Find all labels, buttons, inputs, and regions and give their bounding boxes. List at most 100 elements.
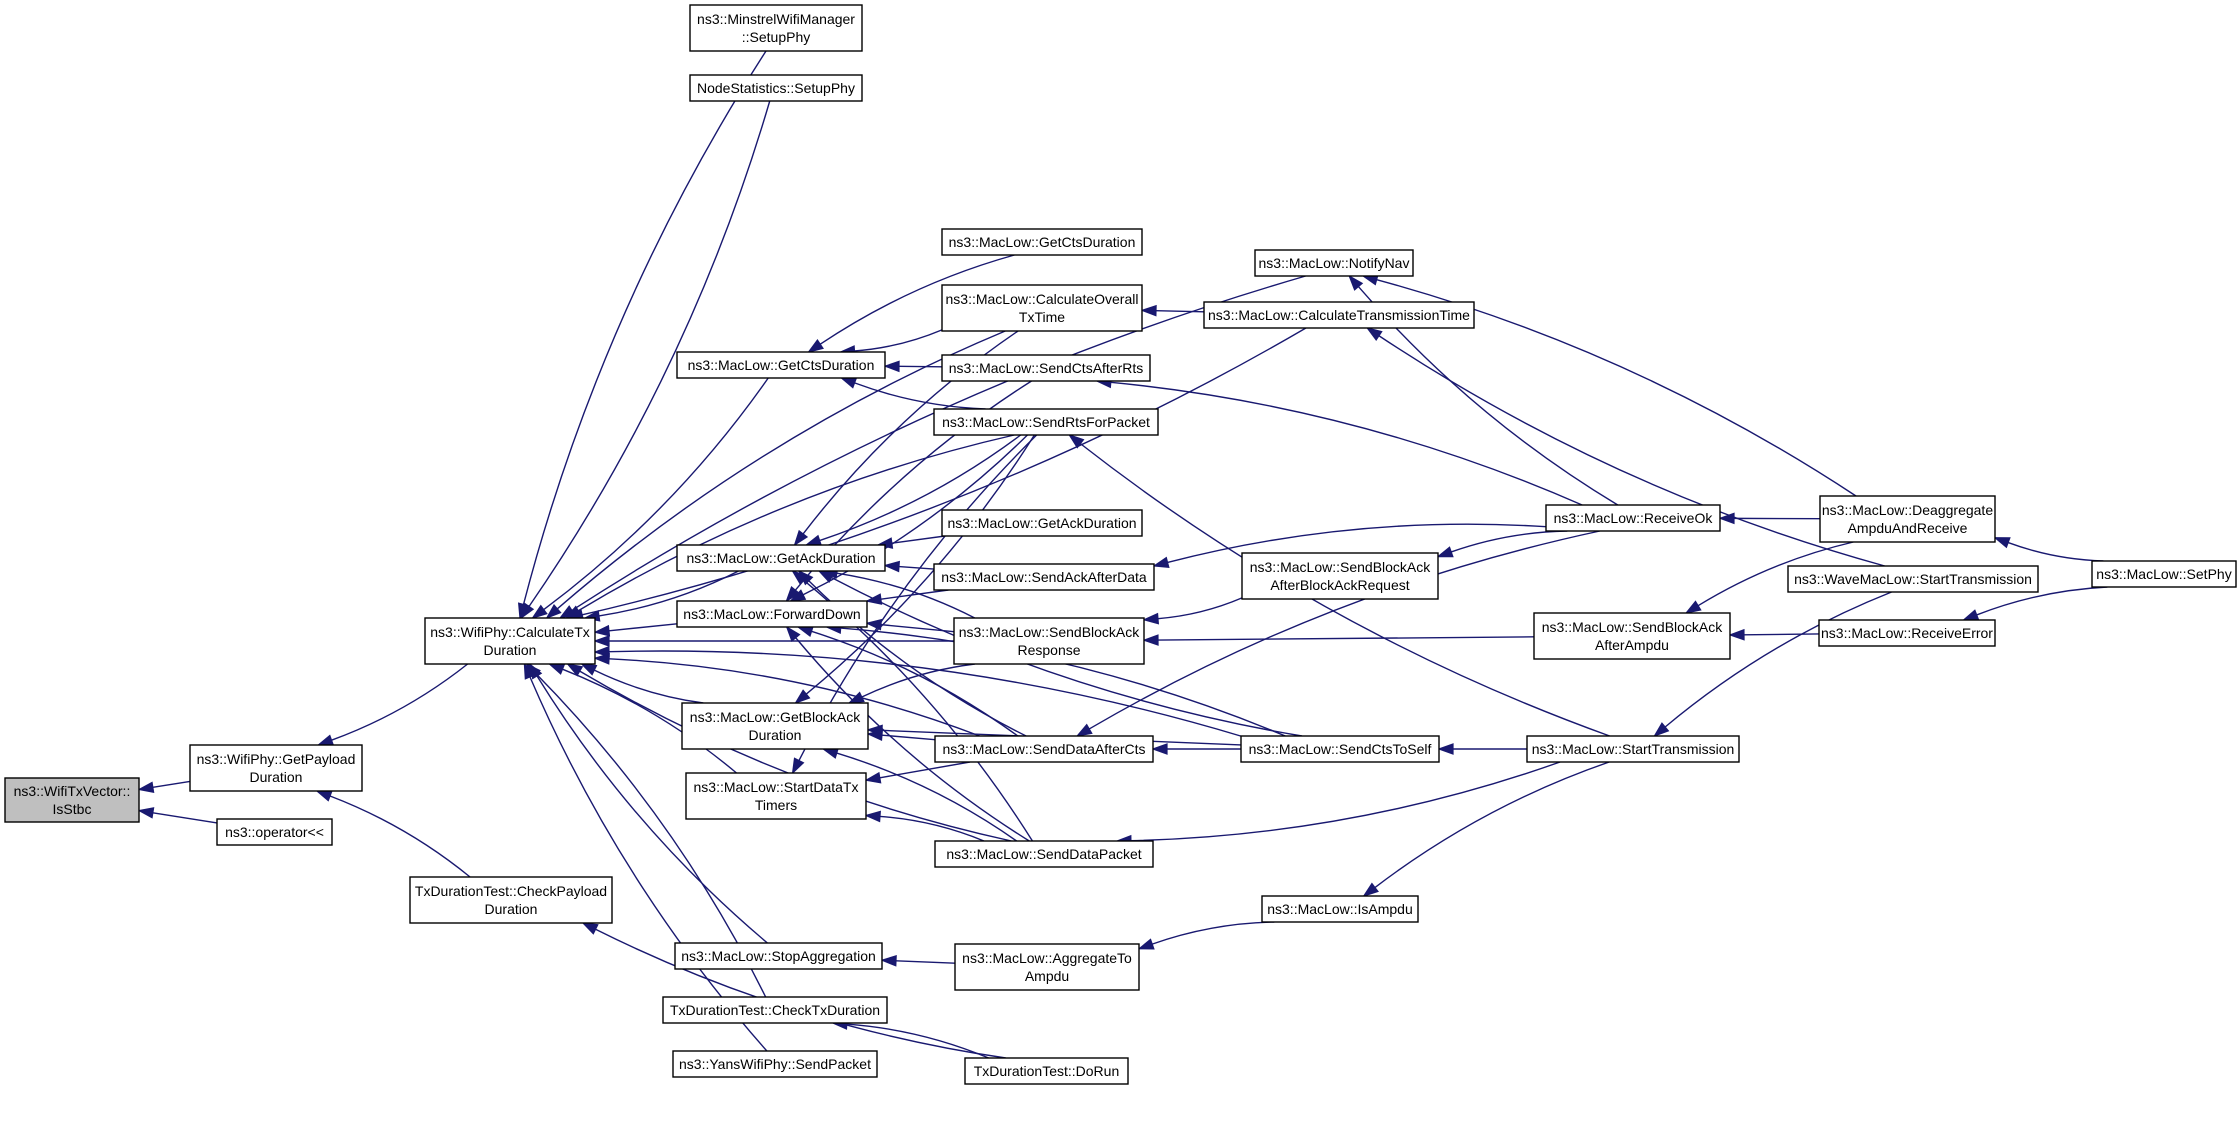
node-starttrans[interactable]: ns3::MacLow::StartTransmission <box>1526 735 1740 763</box>
edge-line <box>1167 523 1547 564</box>
node-isampdu[interactable]: ns3::MacLow::IsAmpdu <box>1261 895 1419 923</box>
edge-arrowhead <box>785 625 801 642</box>
node-sendbabar[interactable]: ns3::MacLow::SendBlockAckAfterBlockAckRe… <box>1241 552 1439 600</box>
edge-line <box>831 576 1303 737</box>
edge-arrowhead <box>793 529 809 547</box>
node-label: ns3::WaveMacLow::StartTransmission <box>1794 571 2032 587</box>
edge-line <box>608 623 678 632</box>
edge-line <box>1157 597 1243 620</box>
edge-arrowhead <box>316 734 335 746</box>
node-getack2[interactable]: ns3::MacLow::GetAckDuration <box>941 509 1143 537</box>
edge-arrowhead <box>804 534 823 546</box>
edge-line <box>880 589 949 600</box>
node-box <box>941 284 1143 332</box>
node-sendrts[interactable]: ns3::MacLow::SendRtsForPacket <box>933 408 1159 436</box>
node-label: Timers <box>755 797 797 813</box>
edge-isampdu-to-aggto <box>1137 921 1275 950</box>
node-label: AfterBlockAckRequest <box>1270 577 1409 593</box>
node-fwd[interactable]: ns3::MacLow::ForwardDown <box>676 600 868 628</box>
node-getcts[interactable]: ns3::MacLow::GetCtsDuration <box>676 351 886 379</box>
node-box <box>189 744 363 792</box>
node-txchktx[interactable]: TxDurationTest::CheckTxDuration <box>662 996 888 1024</box>
node-minstrel[interactable]: ns3::MinstrelWifiManager::SetupPhy <box>689 4 863 52</box>
edge-arrowhead <box>523 662 536 680</box>
node-notifynav[interactable]: ns3::MacLow::NotifyNav <box>1254 249 1414 277</box>
node-label: ns3::WifiTxVector:: <box>14 783 131 799</box>
edge-line <box>819 254 1015 345</box>
node-label: ns3::WifiPhy::GetPayload <box>197 751 356 767</box>
edge-line <box>331 663 469 741</box>
node-dorun[interactable]: TxDurationTest::DoRun <box>964 1057 1129 1085</box>
edge-arrowhead <box>864 810 881 823</box>
edge-aggto-to-stopagg <box>880 954 956 967</box>
node-nodestat[interactable]: NodeStatistics::SetupPhy <box>689 74 863 102</box>
edge-line <box>1110 381 1583 506</box>
node-oplt[interactable]: ns3::operator<< <box>216 818 333 846</box>
node-label: Ampdu <box>1025 968 1069 984</box>
edge-getpayload-to-isstbc <box>137 780 191 794</box>
node-senddatapkt[interactable]: ns3::MacLow::SendDataPacket <box>934 840 1154 868</box>
node-box <box>1261 895 1419 923</box>
edge-line <box>329 795 471 878</box>
edge-arrowhead <box>785 586 801 603</box>
node-label: ns3::MacLow::StopAggregation <box>681 948 876 964</box>
edge-arrowhead <box>545 604 562 620</box>
edge-arrowhead <box>593 645 610 658</box>
edge-line <box>571 275 1306 611</box>
edge-line <box>1664 591 1892 728</box>
edge-line <box>854 329 943 352</box>
node-label: Duration <box>250 769 303 785</box>
node-setphy[interactable]: ns3::MacLow::SetPhy <box>2091 560 2237 588</box>
node-box <box>941 228 1143 256</box>
edge-arrowhead <box>520 602 535 620</box>
edge-sendrts-to-fwd <box>788 434 1028 602</box>
node-label: ns3::MacLow::AggregateTo <box>962 950 1132 966</box>
edge-arrowhead <box>839 377 858 389</box>
node-label: ns3::MacLow::IsAmpdu <box>1267 901 1413 917</box>
node-box <box>1787 565 2039 593</box>
node-receiveok[interactable]: ns3::MacLow::ReceiveOk <box>1545 504 1721 532</box>
node-label: ns3::MacLow::ForwardDown <box>683 606 860 622</box>
edge-arrowhead <box>1993 537 2011 549</box>
edge-calcover-to-getack <box>793 330 1019 547</box>
edge-line <box>1374 761 1610 889</box>
edge-receiveok-to-sendctsrts <box>1095 376 1583 506</box>
node-box <box>424 617 596 665</box>
node-sendctsrts[interactable]: ns3::MacLow::SendCtsAfterRts <box>941 354 1151 382</box>
edge-sendctsself-to-calctx <box>593 645 1242 737</box>
edge-line <box>152 780 191 789</box>
edge-arrowhead <box>847 691 865 704</box>
node-box <box>953 617 1145 665</box>
node-senddatacts[interactable]: ns3::MacLow::SendDataAfterCts <box>934 735 1154 763</box>
node-stopagg[interactable]: ns3::MacLow::StopAggregation <box>674 942 883 970</box>
node-box <box>1254 249 1414 277</box>
node-isstbc[interactable]: ns3::WifiTxVector::IsStbc <box>4 777 140 823</box>
edge-sendctsself-to-getack <box>817 570 1303 737</box>
edge-sendbaresp-to-fwd <box>865 618 955 633</box>
node-sendackdata[interactable]: ns3::MacLow::SendAckAfterData <box>933 563 1155 591</box>
edge-arrowhead <box>883 360 900 373</box>
node-getcts2[interactable]: ns3::MacLow::GetCtsDuration <box>941 228 1143 256</box>
node-label: ns3::MacLow::SendDataAfterCts <box>942 741 1145 757</box>
node-sendctsself[interactable]: ns3::MacLow::SendCtsToSelf <box>1240 735 1440 763</box>
edge-arrowhead <box>566 663 584 677</box>
edge-starttrans-to-isampdu <box>1362 761 1610 898</box>
node-getack[interactable]: ns3::MacLow::GetAckDuration <box>676 544 886 572</box>
node-calctrans[interactable]: ns3::MacLow::CalculateTransmissionTime <box>1203 301 1475 329</box>
node-yans[interactable]: ns3::YansWifiPhy::SendPacket <box>672 1050 878 1078</box>
node-recverr[interactable]: ns3::MacLow::ReceiveError <box>1818 619 1996 647</box>
node-label: ns3::MacLow::GetCtsDuration <box>688 357 875 373</box>
node-wavestart[interactable]: ns3::WaveMacLow::StartTransmission <box>1787 565 2039 593</box>
edge-deagg-to-receiveok <box>1718 512 1821 525</box>
